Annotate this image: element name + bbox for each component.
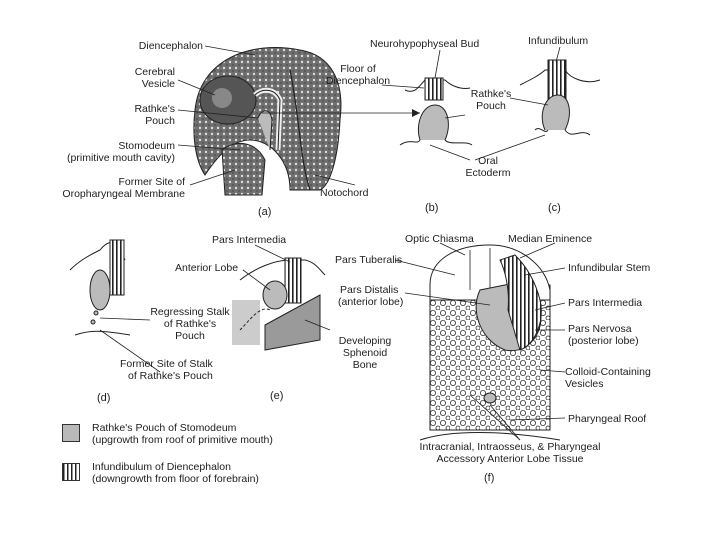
- label-neurohypophyseal-bud: Neurohypophyseal Bud: [370, 38, 480, 50]
- label-stomodeum: Stomodeum: [118, 140, 175, 152]
- legend-item-1-line2: (upgrowth from roof of primitive mouth): [92, 434, 273, 446]
- panel-e-sketch: [232, 257, 326, 351]
- panel-d-tag: (d): [97, 392, 111, 404]
- panel-d-sketch: [69, 239, 131, 336]
- panel-e-tag: (e): [270, 390, 284, 402]
- label-cerebral: Cerebral: [134, 66, 175, 78]
- label-pars-nervosa: Pars Nervosa: [568, 323, 632, 335]
- label-former-site-stalk: Former Site of Stalk: [120, 358, 213, 370]
- label-pars-intermedia-e: Pars Intermedia: [212, 234, 287, 246]
- label-rathkes: Rathke's: [134, 103, 175, 115]
- label-oropharyngeal-membrane: Oropharyngeal Membrane: [62, 188, 185, 200]
- panel-a-embryo: [193, 47, 420, 196]
- label-infundibulum: Infundibulum: [528, 35, 589, 47]
- label-pouch-d: Pouch: [175, 330, 205, 342]
- label-of-rathkes: of Rathke's: [163, 318, 217, 330]
- label-median-eminence: Median Eminence: [508, 233, 593, 245]
- label-infundibular-stem: Infundibular Stem: [568, 262, 651, 274]
- label-diencephalon-b: Diencephalon: [325, 75, 391, 87]
- label-developing: Developing: [338, 335, 392, 347]
- label-vesicles: Vesicles: [565, 378, 604, 390]
- label-notochord: Notochord: [320, 187, 369, 199]
- label-optic-chiasma: Optic Chiasma: [405, 233, 474, 245]
- label-pars-intermedia-f: Pars Intermedia: [568, 297, 643, 309]
- label-vesicle: Vesicle: [141, 78, 175, 90]
- label-pars-distalis: Pars Distalis: [340, 284, 399, 296]
- label-ectoderm: Ectoderm: [465, 167, 511, 179]
- label-rathkes-b: Rathke's: [470, 88, 512, 100]
- label-accessory-line1: Intracranial, Intraosseus, & Pharyngeal: [419, 441, 601, 453]
- legend-item-1-line1: Rathke's Pouch of Stomodeum: [92, 422, 237, 434]
- label-floor-of: Floor of: [340, 63, 376, 75]
- panel-f-leader-lines: [394, 242, 566, 441]
- label-posterior-lobe: (posterior lobe): [568, 335, 639, 347]
- label-anterior-lobe-f: (anterior lobe): [338, 296, 404, 308]
- panel-f-tag: (f): [484, 472, 495, 484]
- legend-item-2-line1: Infundibulum of Diencephalon: [92, 461, 231, 473]
- label-of-rathkes-pouch: of Rathke's Pouch: [128, 370, 213, 382]
- label-regressing-stalk: Regressing Stalk: [150, 306, 230, 318]
- label-primitive-mouth: (primitive mouth cavity): [67, 152, 175, 164]
- label-anterior-lobe: Anterior Lobe: [175, 262, 239, 274]
- label-colloid-containing: Colloid-Containing: [565, 366, 651, 378]
- panel-c-tag: (c): [548, 202, 561, 214]
- panel-d-leader-lines: [99, 317, 161, 373]
- label-diencephalon: Diencephalon: [138, 40, 203, 52]
- panel-a-leader-lines: [177, 45, 356, 186]
- legend-swatch-gray: [62, 424, 80, 442]
- label-bone: Bone: [352, 359, 378, 371]
- panel-c-sketch: [519, 59, 601, 136]
- label-oral: Oral: [478, 155, 498, 167]
- panel-f-sketch: [419, 244, 561, 441]
- label-pars-tuberalis: Pars Tuberalis: [335, 254, 403, 266]
- legend-item-2-line2: (downgrowth from floor of forebrain): [92, 473, 259, 485]
- label-sphenoid: Sphenoid: [342, 347, 388, 359]
- panel-e-leader-lines: [242, 244, 331, 331]
- panel-a-tag: (a): [258, 206, 272, 218]
- label-pouch-b: Pouch: [476, 100, 506, 112]
- panel-b-leader-lines: [381, 49, 471, 161]
- label-former-site-of: Former Site of: [118, 176, 185, 188]
- label-pharyngeal-roof: Pharyngeal Roof: [568, 413, 647, 425]
- label-pouch: Pouch: [145, 115, 175, 127]
- panel-c-leader-lines: [474, 46, 561, 161]
- legend-swatch-hatch: [62, 463, 80, 481]
- label-accessory-line2: Accessory Anterior Lobe Tissue: [436, 453, 584, 465]
- panel-b-sketch: [399, 77, 473, 146]
- panel-b-tag: (b): [425, 202, 439, 214]
